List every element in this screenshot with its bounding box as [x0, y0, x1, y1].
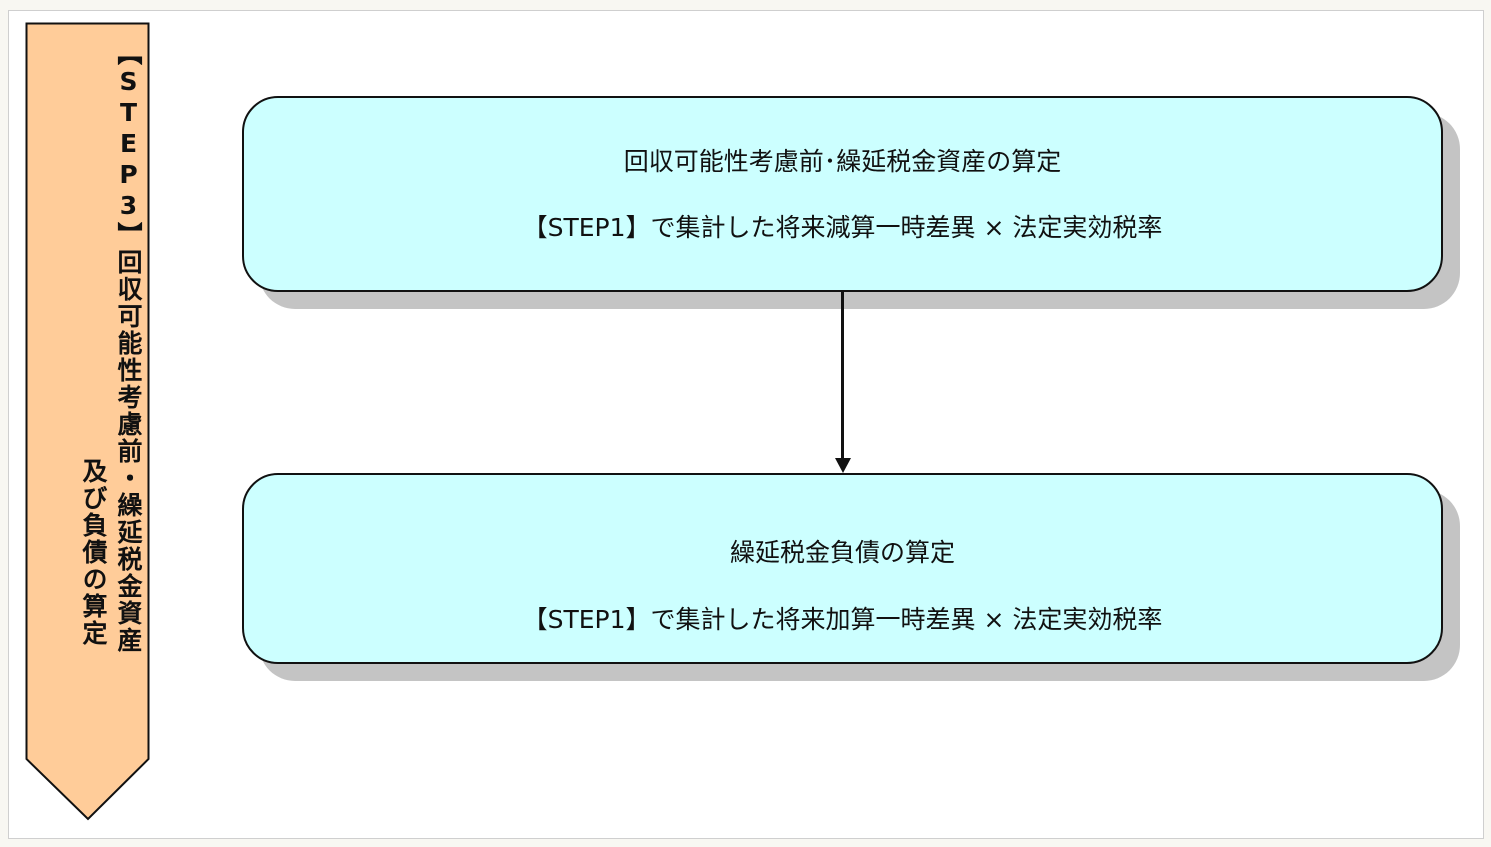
box-title: 回収可能性考慮前･繰延税金資産の算定: [623, 147, 1062, 176]
step3-label-line1: 【STEP3】回収可能性考慮前・繰延税金資産: [114, 40, 143, 654]
deferred-tax-liability-box: 繰延税金負債の算定 【STEP1】で集計した将来加算一時差異 × 法定実効税率: [242, 473, 1443, 664]
box-formula: 【STEP1】で集計した将来減算一時差異 × 法定実効税率: [522, 213, 1163, 242]
flow-connector-line: [841, 290, 844, 460]
deferred-tax-asset-box: 回収可能性考慮前･繰延税金資産の算定 【STEP1】で集計した将来減算一時差異 …: [242, 96, 1443, 292]
box-title: 繰延税金負債の算定: [729, 538, 955, 567]
box-formula: 【STEP1】で集計した将来加算一時差異 × 法定実効税率: [522, 605, 1163, 634]
step3-label: 【STEP3】回収可能性考慮前・繰延税金資産 及び負債の算定: [76, 40, 146, 654]
step3-label-line2: 及び負債の算定: [79, 458, 108, 647]
arrow-down-icon: [835, 458, 851, 473]
step3-arrow-shape: [25, 22, 150, 821]
